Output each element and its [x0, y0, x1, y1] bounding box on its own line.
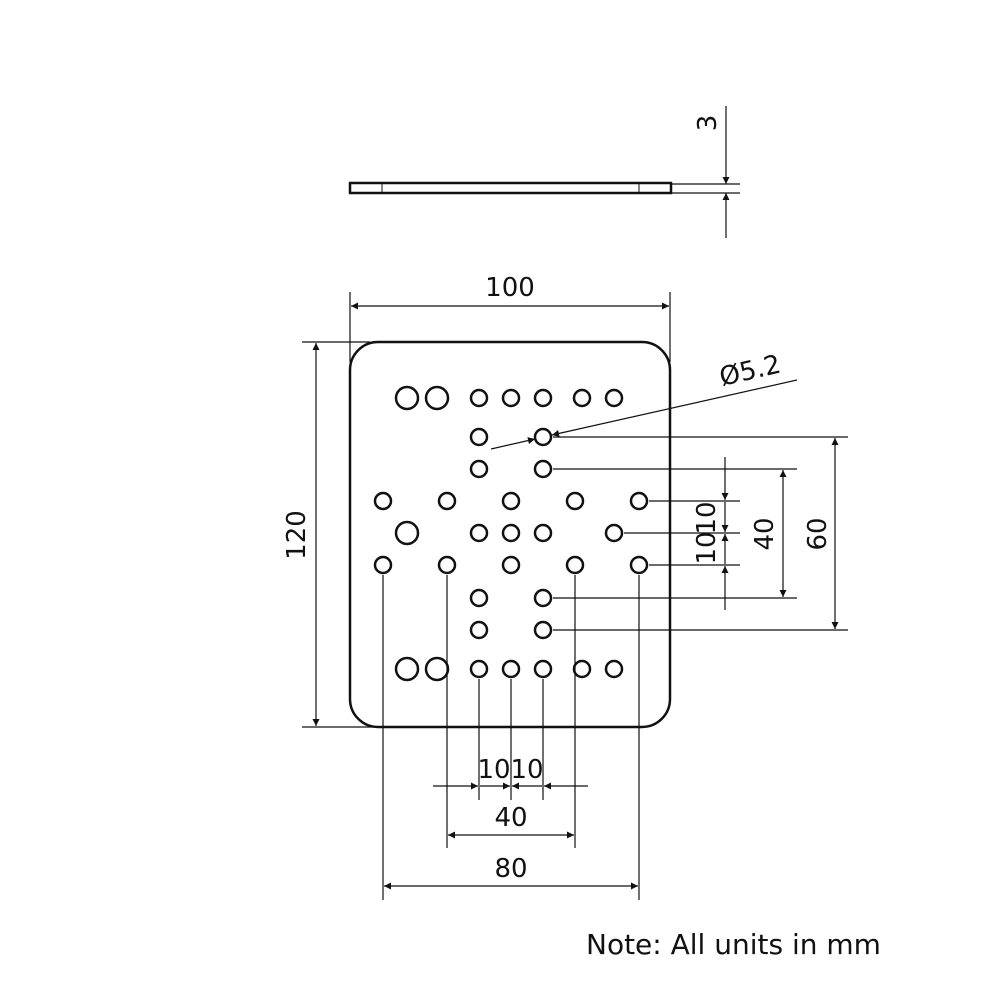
hole	[373, 491, 393, 511]
thickness-label: 3	[693, 115, 723, 132]
hole	[469, 620, 489, 640]
hole	[469, 427, 489, 447]
right-dimensions	[553, 436, 848, 631]
large-hole	[424, 656, 450, 682]
right-span-40-label: 40	[750, 517, 780, 550]
hole	[604, 659, 624, 679]
right-pitch-label-b: 10	[692, 501, 722, 534]
hole	[501, 491, 521, 511]
large-hole	[394, 385, 420, 411]
hole	[604, 388, 624, 408]
hole	[533, 523, 553, 543]
large-hole	[394, 520, 420, 546]
hole-diameter-label: Ø5.2	[717, 350, 784, 393]
right-span-60-label: 60	[803, 517, 833, 550]
side-view-plate	[348, 181, 673, 195]
hole	[572, 659, 592, 679]
hole	[469, 523, 489, 543]
hole	[629, 491, 649, 511]
diameter-leader-inner	[490, 437, 536, 450]
width-label: 100	[485, 273, 535, 303]
large-hole	[394, 656, 420, 682]
hole	[469, 659, 489, 679]
plate-outline	[348, 340, 672, 729]
diameter-leader	[490, 379, 798, 450]
hole	[533, 588, 553, 608]
hole	[533, 659, 553, 679]
hole	[437, 491, 457, 511]
hole	[604, 523, 624, 543]
height-label: 120	[282, 510, 312, 560]
width-dimension	[349, 292, 671, 362]
hole	[501, 388, 521, 408]
right-pitch-label-a: 10	[692, 531, 722, 564]
hole	[373, 555, 393, 575]
hole	[572, 388, 592, 408]
bottom-dimensions	[382, 575, 640, 900]
hole	[469, 459, 489, 479]
units-note: Note: All units in mm	[586, 928, 881, 961]
bottom-pitch-label-b: 10	[510, 755, 543, 785]
bottom-pitch-label-a: 10	[477, 755, 510, 785]
hole	[533, 459, 553, 479]
hole	[629, 555, 649, 575]
hole	[565, 555, 585, 575]
large-hole	[424, 385, 450, 411]
hole	[437, 555, 457, 575]
hole	[533, 620, 553, 640]
side-view	[348, 106, 740, 238]
bottom-span-80-label: 80	[494, 854, 527, 884]
hole	[469, 388, 489, 408]
holes	[373, 385, 649, 682]
hole	[501, 659, 521, 679]
hole	[501, 555, 521, 575]
hole	[533, 427, 553, 447]
hole	[565, 491, 585, 511]
diameter-leader-line	[551, 379, 798, 437]
hole	[501, 523, 521, 543]
hole	[533, 388, 553, 408]
hole	[469, 588, 489, 608]
height-dimension	[302, 341, 385, 728]
bottom-span-40-label: 40	[494, 803, 527, 833]
